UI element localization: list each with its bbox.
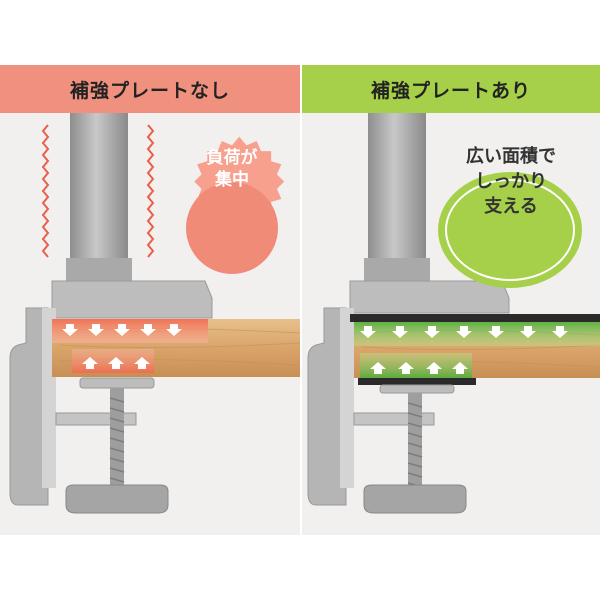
badge-support-text: 広い面積で しっかり 支える: [446, 144, 576, 219]
pressure-arrow-icon: [360, 326, 568, 374]
panel-divider: [300, 65, 302, 535]
clamp-illustration-right: [307, 113, 600, 514]
badge-load-concentrated: [186, 136, 285, 274]
pole-illustration: [70, 113, 128, 263]
header-without-plate: 補強プレートなし: [0, 65, 300, 113]
pressure-arrow-icon: [62, 324, 182, 369]
header-with-plate-label: 補強プレートあり: [370, 79, 531, 102]
badge-line: 負荷が: [206, 148, 258, 168]
panel-without-plate: 補強プレートなし: [0, 65, 300, 535]
badge-load-text: 負荷が 集中: [182, 147, 282, 191]
header-with-plate: 補強プレートあり: [302, 65, 600, 113]
clamp-illustration-left: [9, 113, 300, 514]
badge-line: 集中: [215, 170, 249, 190]
heat-wave-icon: [41, 124, 155, 258]
badge-line: 広い面積で: [466, 146, 556, 167]
badge-wide-support: [438, 172, 582, 288]
header-without-plate-label: 補強プレートなし: [69, 79, 230, 102]
panel-with-plate: 補強プレートあり: [302, 65, 600, 535]
badge-line: 支える: [484, 196, 538, 217]
badge-line: しっかり: [475, 171, 547, 192]
pole-illustration: [368, 113, 426, 263]
